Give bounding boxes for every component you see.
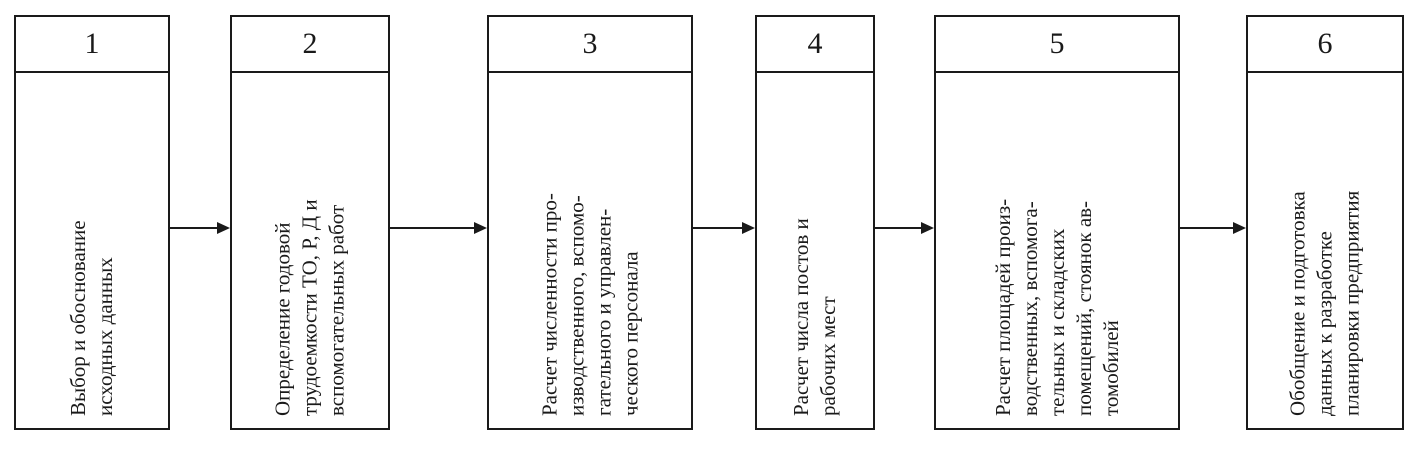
step-box-1: 1 Выбор и обоснование исходных данных bbox=[14, 15, 170, 430]
arrow-1-to-2 bbox=[170, 221, 230, 235]
step-number: 1 bbox=[16, 17, 168, 73]
step-number: 6 bbox=[1248, 17, 1402, 73]
step-text: Обобщение и подготовка данных к разработ… bbox=[1285, 190, 1364, 416]
step-number: 5 bbox=[936, 17, 1178, 73]
arrow-3-to-4 bbox=[693, 221, 755, 235]
step-text: Расчет числа постов и рабочих мест bbox=[789, 217, 840, 416]
step-text: Выбор и обоснование исходных данных bbox=[66, 219, 117, 416]
step-text: Расчет площадей произ- водственных, вспо… bbox=[990, 198, 1123, 416]
step-box-2: 2 Определение годовой трудоемкости ТО, Р… bbox=[230, 15, 390, 430]
arrow-4-to-5 bbox=[875, 221, 934, 235]
step-number: 4 bbox=[757, 17, 873, 73]
arrow-2-to-3 bbox=[390, 221, 487, 235]
step-number: 2 bbox=[232, 17, 388, 73]
step-text: Расчет численности про- изводственного, … bbox=[537, 192, 642, 416]
step-box-6: 6 Обобщение и подготовка данных к разраб… bbox=[1246, 15, 1404, 430]
step-box-5: 5 Расчет площадей произ- водственных, вс… bbox=[934, 15, 1180, 430]
step-number: 3 bbox=[489, 17, 691, 73]
step-box-3: 3 Расчет численности про- изводственного… bbox=[487, 15, 693, 430]
arrow-5-to-6 bbox=[1180, 221, 1246, 235]
step-text: Определение годовой трудоемкости ТО, Р, … bbox=[270, 198, 349, 416]
step-box-4: 4 Расчет числа постов и рабочих мест bbox=[755, 15, 875, 430]
